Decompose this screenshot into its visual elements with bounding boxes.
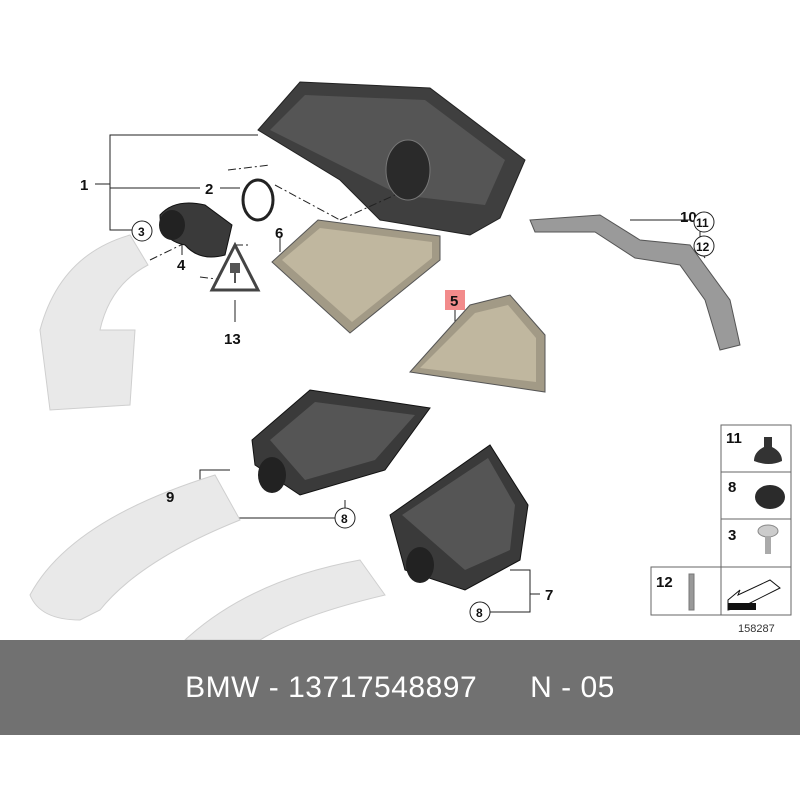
legend-label-12: 12 (656, 574, 673, 591)
callout-13: 13 (224, 331, 241, 348)
leader-lines (95, 134, 706, 613)
air-filter-housing-right (389, 444, 529, 591)
bracket (529, 214, 741, 351)
callout-2: 2 (205, 181, 213, 198)
callout-10: 10 (680, 209, 697, 226)
separator: - (259, 670, 289, 704)
mass-air-flow-sensor (159, 202, 233, 258)
air-filter-element-6 (271, 219, 441, 334)
part-info-bar: BMW - 13717548897 N - 05 (0, 640, 800, 735)
parts-diagram: 1 2 3 4 5 6 7 8 8 9 10 11 12 13 11 8 3 1… (29, 81, 792, 640)
legend-label-11: 11 (726, 430, 742, 447)
callout-11: 11 (696, 216, 709, 230)
electrical-warning-icon (209, 241, 261, 292)
diagram-position: N - 05 (530, 670, 615, 704)
brand: BMW (185, 670, 260, 704)
assembly-lines (149, 164, 396, 281)
air-filter-cover (257, 81, 526, 236)
legend-label-3: 3 (728, 527, 736, 544)
rubber-mount-icon (755, 485, 785, 509)
callout-4: 4 (177, 257, 186, 274)
part-number: 13717548897 (288, 670, 478, 704)
callout-12: 12 (696, 240, 710, 254)
callout-9: 9 (166, 489, 174, 506)
legend-label-8: 8 (728, 479, 736, 496)
callout-3: 3 (138, 225, 145, 239)
arrow-icon (727, 579, 781, 611)
callout-1: 1 (80, 177, 88, 194)
o-ring (241, 178, 275, 222)
callout-8: 8 (476, 606, 483, 620)
highlight-box (445, 290, 465, 310)
callout-6: 6 (275, 225, 283, 242)
intake-pipes (29, 234, 386, 640)
callout-8: 8 (341, 512, 348, 526)
reference-number: 158287 (738, 623, 775, 635)
air-filter-element-5 (409, 294, 546, 393)
parts-legend (650, 424, 792, 616)
air-filter-housing-left (251, 389, 431, 496)
callout-5: 5 (450, 293, 458, 310)
grommet-icon (754, 437, 782, 464)
bolt-icon (688, 573, 695, 611)
screw-icon (757, 524, 779, 554)
callout-7: 7 (545, 587, 553, 604)
